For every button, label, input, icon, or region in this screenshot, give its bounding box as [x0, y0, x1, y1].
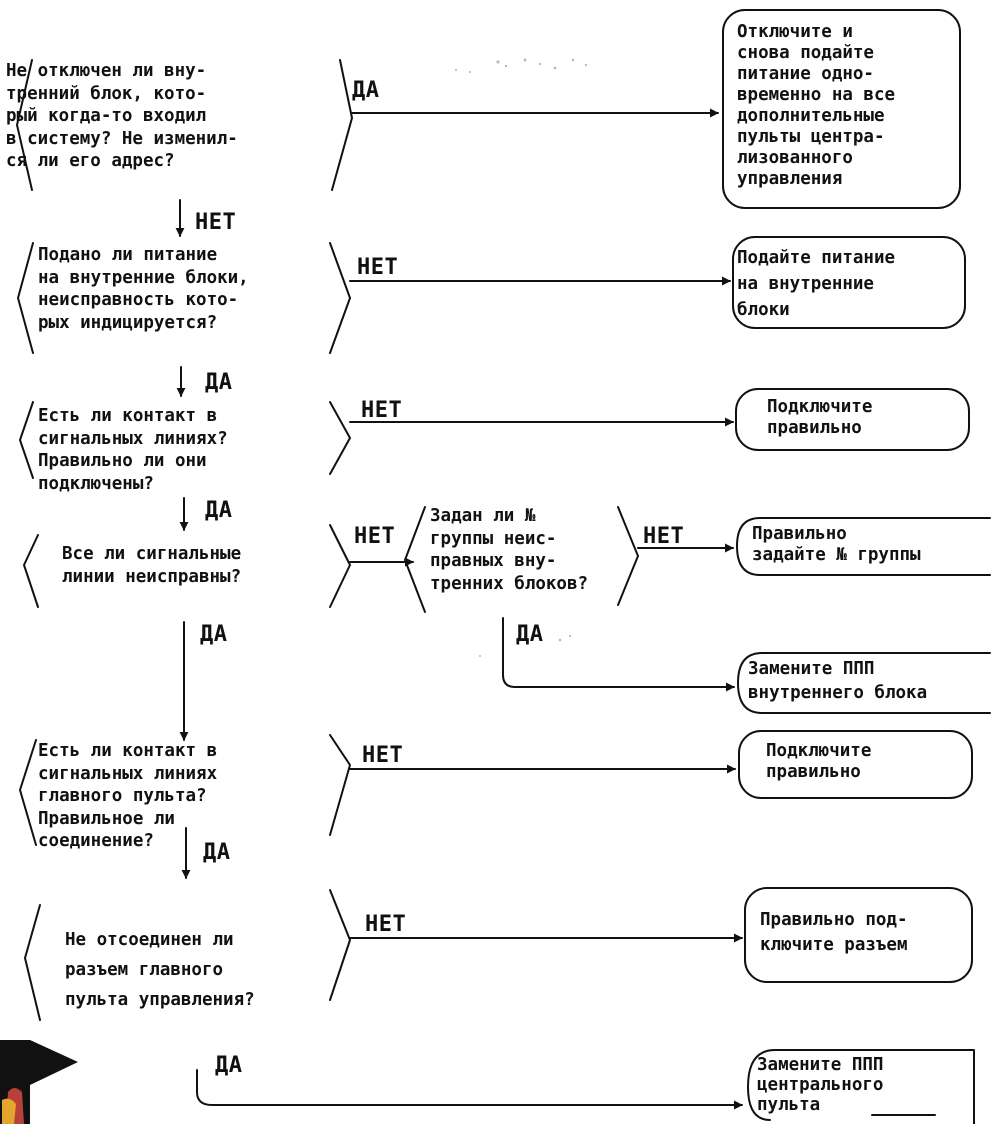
a5-text: Замените ППП внутреннего блока: [748, 659, 928, 703]
q2-no-label: НЕТ: [357, 255, 399, 280]
a2-box: [732, 236, 966, 329]
q1-text: Не отключен ли вну- тренний блок, кото- …: [6, 61, 238, 171]
q4-yes-label: ДА: [200, 622, 228, 647]
q5-left-bracket: [404, 506, 426, 613]
a8-box: [747, 1049, 975, 1124]
q5-no-label: НЕТ: [643, 524, 685, 549]
q2-yes-label: ДА: [205, 370, 233, 395]
q6-no-label: НЕТ: [362, 743, 404, 768]
q4-no-label: НЕТ: [354, 524, 396, 549]
a6-text: Подключите правильно: [766, 741, 872, 782]
a3-text: Подключите правильно: [767, 397, 873, 438]
q3-no-label: НЕТ: [361, 398, 403, 423]
q7-right-bracket: [329, 889, 351, 1001]
q6-text: Есть ли контакт в сигнальных линиях глав…: [38, 741, 218, 851]
q6-left-bracket: [19, 739, 37, 846]
q7-yes-label: ДА: [215, 1053, 243, 1078]
a4-text: Правильно задайте № группы: [752, 524, 921, 565]
q2-right-bracket: [329, 242, 351, 354]
scan-specks: [454, 58, 588, 657]
q1-right-bracket: [331, 59, 353, 191]
a1-box: [722, 9, 961, 209]
q7-text: Не отсоединен ли разъем главного пульта …: [65, 930, 255, 1010]
a5-box: [737, 652, 991, 714]
q1-yes-label: ДА: [352, 78, 380, 103]
q4-text: Все ли сигнальные линии неисправны?: [62, 544, 242, 587]
q7-left-bracket: [24, 904, 41, 1021]
q3-left-bracket: [19, 401, 34, 479]
a3-box: [735, 388, 970, 451]
q6-yes-label: ДА: [203, 840, 231, 865]
q6-right-bracket: [329, 734, 351, 836]
q5-text: Задан ли № группы неис- правных вну- тре…: [430, 506, 589, 594]
q7-no-label: НЕТ: [365, 912, 407, 937]
a1-text: Отключите и снова подайте питание одно- …: [737, 22, 896, 189]
a7-box: [744, 887, 973, 983]
a7-text: Правильно под- ключите разъем: [760, 910, 908, 955]
a4-box: [736, 517, 991, 576]
a8-text: Замените ППП центрального пульта: [757, 1055, 884, 1115]
q5-yes-label: ДА: [516, 622, 544, 647]
q4-right-bracket: [329, 524, 351, 608]
q1-left-bracket: [16, 59, 33, 191]
q4-left-bracket: [23, 534, 39, 608]
q3-text: Есть ли контакт в сигнальных линиях? Пра…: [38, 406, 228, 494]
q3-right-bracket: [329, 401, 351, 475]
a6-box: [738, 730, 973, 799]
q3-yes-label: ДА: [205, 498, 233, 523]
pointer-hand-icon: [0, 1040, 78, 1124]
q1-no-label: НЕТ: [195, 210, 237, 235]
q5-right-bracket: [617, 506, 639, 606]
a2-text: Подайте питание на внутренние блоки: [737, 248, 896, 320]
arrow-q5-yes: [502, 617, 735, 692]
q2-text: Подано ли питание на внутренние блоки, н…: [38, 245, 249, 333]
q2-left-bracket: [17, 242, 34, 354]
arrow-q7-yes: [196, 1069, 743, 1110]
